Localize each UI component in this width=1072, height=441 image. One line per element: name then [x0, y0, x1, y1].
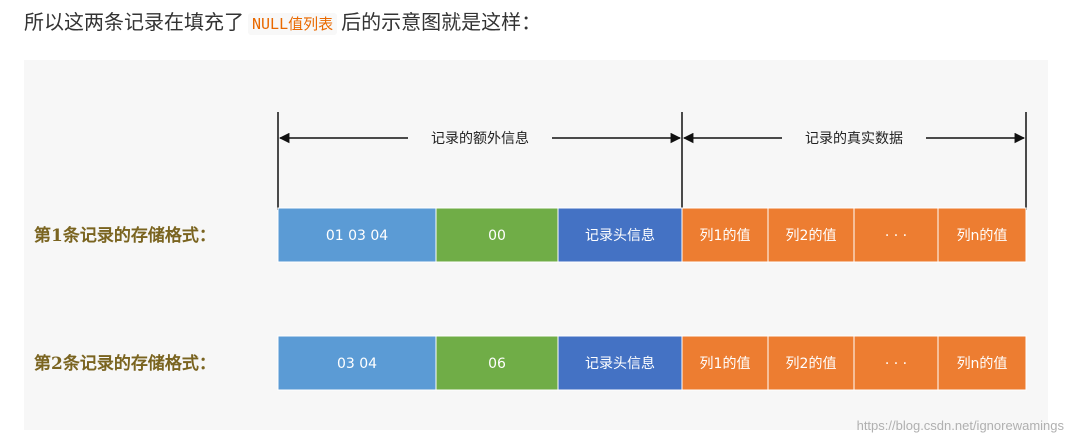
record-segment-text: 00: [488, 228, 506, 244]
brace-layer: 记录的额外信息 记录的真实数据: [277, 112, 1027, 210]
record-segment: [681, 207, 769, 263]
record-segment-text: 01 03 04: [326, 228, 388, 244]
record-segment: [557, 207, 683, 263]
row-label: 第1条记录的存储格式：: [34, 225, 216, 246]
record-row: 第2条记录的存储格式： 03 04 06 记录头信息 列1的值 列2的值 · · · 列n的值: [34, 335, 1027, 391]
record-segment: [767, 335, 855, 391]
record-segment-text: 03 04: [337, 356, 377, 372]
record-segment: [435, 335, 559, 391]
heading-suffix: 后的示意图就是这样：: [341, 10, 542, 34]
record-segment-text: 记录头信息: [585, 355, 655, 372]
record-segment-text: · · ·: [885, 356, 907, 372]
watermark: https://blog.csdn.net/ignorewamings: [856, 418, 1064, 433]
brace-label: 记录的额外信息: [431, 130, 529, 147]
record-row: 第1条记录的存储格式： 01 03 04 00 记录头信息 列1的值 列2的值 · · · 列…: [34, 207, 1027, 263]
record-segment: [767, 207, 855, 263]
record-segment-text: 列n的值: [957, 228, 1008, 244]
heading-code: NULL值列表: [248, 13, 338, 35]
record-segment: [937, 335, 1027, 391]
row-label: 第2条记录的存储格式：: [34, 353, 216, 374]
record-segment-text: 记录头信息: [585, 227, 655, 244]
record-format-figure: 记录的额外信息 记录的真实数据 第1条记录的存储格式： 01 03 04 00 记录头信…: [24, 60, 1048, 430]
record-segment: [937, 207, 1027, 263]
record-segment-text: 列1的值: [700, 356, 751, 372]
heading-prefix: 所以这两条记录在填充了: [24, 10, 244, 34]
brace-label: 记录的真实数据: [805, 131, 903, 147]
record-segment-text: · · ·: [885, 228, 907, 244]
record-segment: [853, 335, 939, 391]
record-segment-text: 列1的值: [700, 228, 751, 244]
record-segment: [435, 207, 559, 263]
record-format-diagram: 记录的额外信息 记录的真实数据 第1条记录的存储格式： 01 03 04 00 记录头信…: [34, 112, 1027, 391]
record-segment: [853, 207, 939, 263]
record-segment-text: 列2的值: [786, 356, 837, 372]
record-segment: [681, 335, 769, 391]
record-segment: [277, 207, 437, 263]
record-segment-text: 列n的值: [957, 356, 1008, 372]
record-segment-text: 06: [488, 356, 506, 372]
record-segment-text: 列2的值: [786, 228, 837, 244]
